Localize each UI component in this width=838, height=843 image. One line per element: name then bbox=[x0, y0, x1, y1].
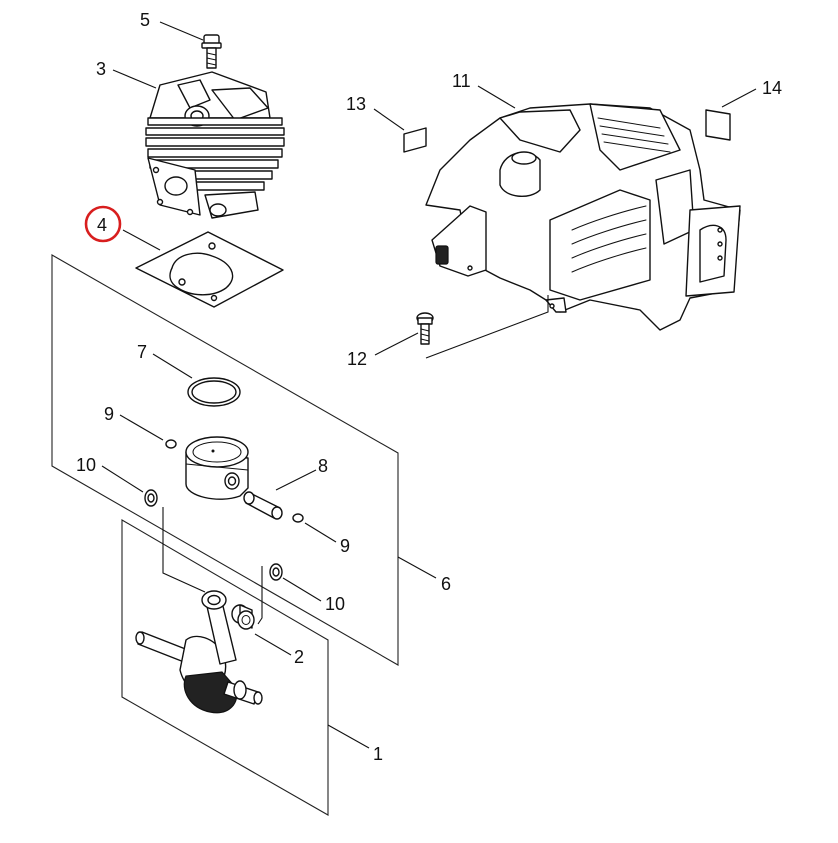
callout-13: 13 bbox=[346, 94, 366, 114]
washer-part-10-lower[interactable] bbox=[269, 563, 283, 581]
gasket-part-4[interactable] bbox=[135, 231, 284, 308]
washer-part-10-upper[interactable] bbox=[144, 489, 158, 507]
piston-ring-part-7[interactable] bbox=[187, 377, 241, 407]
callout-6: 6 bbox=[441, 574, 451, 594]
piston-pin-part-8[interactable] bbox=[243, 491, 283, 520]
circlip-part-9-upper[interactable] bbox=[165, 439, 177, 449]
callout-7: 7 bbox=[137, 342, 147, 362]
callout-5: 5 bbox=[140, 10, 150, 30]
piston-kit-frame bbox=[51, 254, 399, 666]
bolt-part-5[interactable] bbox=[201, 34, 222, 69]
circlip-part-9-lower[interactable] bbox=[292, 513, 304, 523]
label-part-13[interactable] bbox=[403, 127, 427, 153]
callout-4[interactable]: 4 bbox=[97, 215, 107, 235]
label-part-14[interactable] bbox=[705, 109, 731, 141]
washer-connector-left bbox=[162, 507, 206, 593]
callout-10-upper: 10 bbox=[76, 455, 96, 475]
leader-lines bbox=[101, 21, 757, 749]
callout-3: 3 bbox=[96, 59, 106, 79]
crankshaft-part-1[interactable] bbox=[135, 590, 263, 714]
callout-14: 14 bbox=[762, 78, 782, 98]
callout-9-lower: 9 bbox=[340, 536, 350, 556]
piston[interactable] bbox=[185, 436, 249, 500]
callout-numbers: 1 2 3 4 5 6 7 8 9 9 10 10 11 12 13 14 bbox=[76, 10, 782, 764]
callout-12: 12 bbox=[347, 349, 367, 369]
screw-part-12[interactable] bbox=[416, 312, 434, 345]
callout-2: 2 bbox=[294, 647, 304, 667]
washer-connector-right bbox=[257, 566, 263, 625]
engine-shroud-part-11[interactable] bbox=[425, 103, 741, 331]
callout-9-upper: 9 bbox=[104, 404, 114, 424]
cylinder-part-3[interactable] bbox=[145, 71, 285, 219]
callout-1: 1 bbox=[373, 744, 383, 764]
callout-11: 11 bbox=[452, 71, 471, 91]
needle-bearing-part-2[interactable] bbox=[231, 604, 255, 630]
callout-10-lower: 10 bbox=[325, 594, 345, 614]
callout-8: 8 bbox=[318, 456, 328, 476]
crankshaft-kit-frame bbox=[121, 519, 329, 816]
highlight-circle bbox=[84, 205, 122, 243]
